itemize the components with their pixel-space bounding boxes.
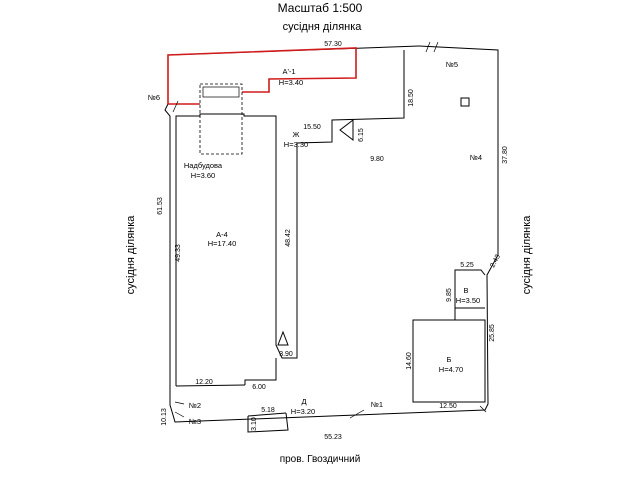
building-a4-triangle	[277, 330, 289, 346]
point-markers	[172, 41, 487, 419]
nadbudova-inner	[202, 86, 240, 98]
building-a4-step	[244, 358, 277, 385]
neighbor-left: сусідня ділянка	[125, 215, 137, 295]
dim-9-80: 9.80	[370, 156, 384, 163]
neighbor-right: сусідня ділянка	[521, 215, 533, 295]
dim-5-25: 5.25	[460, 262, 474, 269]
height-a-prime-1: Н=3.40	[279, 78, 303, 87]
dim-55-23: 55.23	[324, 434, 342, 441]
dim-2-43: 2.43	[489, 254, 502, 269]
label-a-prime-1: А'-1	[282, 67, 295, 76]
point-n1: №1	[371, 400, 383, 409]
dim-12-50: 12.50	[439, 403, 457, 410]
point-n3: №3	[189, 417, 201, 426]
dim-10-13: 10.13	[161, 408, 168, 426]
dim-61-53: 61.53	[157, 197, 164, 215]
dim-top: 57.30	[324, 41, 342, 48]
building-a4-bottom	[175, 384, 246, 387]
dim-12-20: 12.20	[195, 379, 213, 386]
point-n4: №4	[470, 153, 482, 162]
dim-9-85: 9.85	[446, 288, 453, 302]
well-square	[460, 97, 470, 107]
height-d: Н=3.20	[291, 407, 315, 416]
street-name: пров. Гвоздичний	[280, 454, 361, 465]
label-v: В	[463, 286, 468, 295]
dim-25-85: 25.85	[489, 324, 496, 342]
dim-6-15: 6.15	[358, 128, 365, 142]
dim-3-90: 3.90	[279, 351, 293, 358]
building-b-outline	[412, 319, 486, 403]
dim-37-80: 37.80	[502, 146, 509, 164]
building-v-outline	[454, 269, 486, 320]
dim-18-50: 18.50	[408, 89, 415, 107]
building-d-top	[247, 412, 287, 417]
label-nadbudova: Надбудова	[184, 161, 223, 170]
dim-14-60: 14.60	[406, 352, 413, 370]
dim-15-50: 15.50	[303, 124, 321, 131]
point-n6: №6	[148, 93, 160, 102]
building-zh-triangle	[339, 118, 354, 142]
point-n5: №5	[446, 60, 458, 69]
label-b: Б	[447, 355, 452, 364]
scale-title: Масштаб 1:500	[278, 1, 363, 15]
dim-5-18: 5.18	[261, 407, 275, 414]
building-d-outline	[247, 412, 289, 433]
site-boundary	[164, 45, 499, 423]
nadbudova-outline	[199, 83, 243, 155]
label-a4: А-4	[216, 230, 228, 239]
dim-3-10: 3.10	[251, 417, 258, 431]
building-a4-outline	[175, 50, 405, 386]
dim-48-42: 48.42	[285, 229, 292, 247]
height-a4: Н=17.40	[208, 239, 237, 248]
height-b: Н=4.70	[439, 365, 463, 374]
red-extension-outline	[167, 47, 357, 104]
neighbor-top: сусідня ділянка	[283, 21, 363, 33]
label-d: Д	[301, 397, 306, 406]
dim-49-33: 49.33	[175, 244, 182, 262]
height-v: Н=3.50	[456, 296, 480, 305]
height-zh: Н=3.30	[284, 140, 308, 149]
height-nadbudova: Н=3.60	[191, 171, 215, 180]
dim-6-00: 6.00	[252, 384, 266, 391]
point-n2: №2	[189, 401, 201, 410]
label-zh: Ж	[293, 130, 300, 139]
